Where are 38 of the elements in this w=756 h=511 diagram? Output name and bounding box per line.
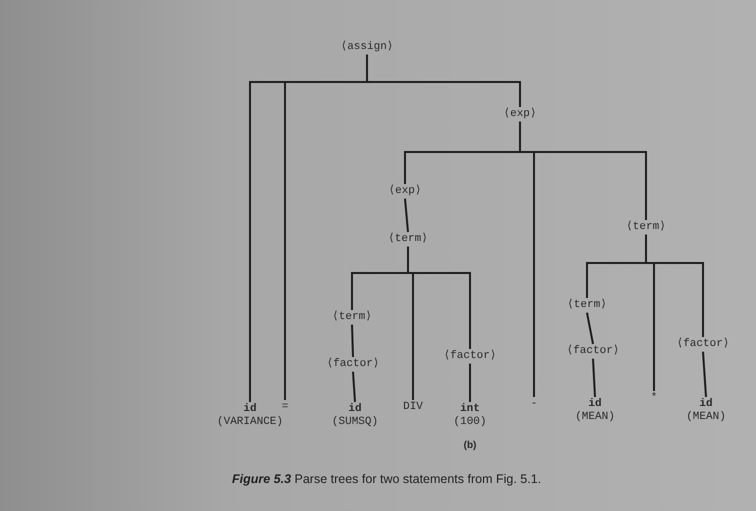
token-name: id xyxy=(699,398,713,411)
grammar-symbol: - xyxy=(530,398,538,411)
grammar-symbol: ⟨factor⟩ xyxy=(566,345,620,358)
token-name: int xyxy=(460,403,480,416)
token-value: (100) xyxy=(454,416,486,428)
token-value: (SUMSQ) xyxy=(332,416,378,428)
tree-branch xyxy=(352,372,356,402)
tree-branch xyxy=(519,122,647,220)
grammar-symbol: ⟨exp⟩ xyxy=(503,108,537,121)
tree-branch xyxy=(586,312,594,344)
tree-branch xyxy=(404,198,409,232)
grammar-symbol: DIV xyxy=(403,401,423,414)
tree-branch xyxy=(592,358,596,398)
token-name: id xyxy=(588,398,602,411)
grammar-symbol: ⟨exp⟩ xyxy=(388,185,422,198)
tree-branch xyxy=(366,54,521,107)
grammar-symbol: ⟨term⟩ xyxy=(332,311,372,324)
tree-branch xyxy=(469,364,471,402)
token-value: (VARIANCE) xyxy=(217,416,283,428)
token-name: id xyxy=(348,403,362,416)
grammar-symbol: * xyxy=(650,392,658,405)
token-value: (MEAN) xyxy=(686,410,726,424)
figure-caption: Figure 5.3 Parse trees for two statements from Fig. 5.1. xyxy=(232,472,542,486)
grammar-symbol: ⟨factor⟩ xyxy=(676,338,730,351)
grammar-symbol: = xyxy=(282,401,288,414)
grammar-symbol: ⟨factor⟩ xyxy=(326,358,380,371)
token-name: id xyxy=(243,403,257,416)
tree-branch xyxy=(407,246,471,349)
grammar-symbol: ⟨assign⟩ xyxy=(340,41,394,54)
tree-branch xyxy=(645,234,704,337)
tree-branch xyxy=(702,352,707,398)
tree-branch xyxy=(351,324,354,358)
grammar-symbol: ⟨term⟩ xyxy=(626,221,666,234)
grammar-symbol: ⟨term⟩ xyxy=(388,233,428,246)
grammar-symbol: ⟨factor⟩ xyxy=(444,350,496,363)
grammar-symbol: ⟨term⟩ xyxy=(567,299,607,312)
subfigure-label: (b) xyxy=(464,440,476,451)
token-value: (MEAN) xyxy=(575,410,615,424)
